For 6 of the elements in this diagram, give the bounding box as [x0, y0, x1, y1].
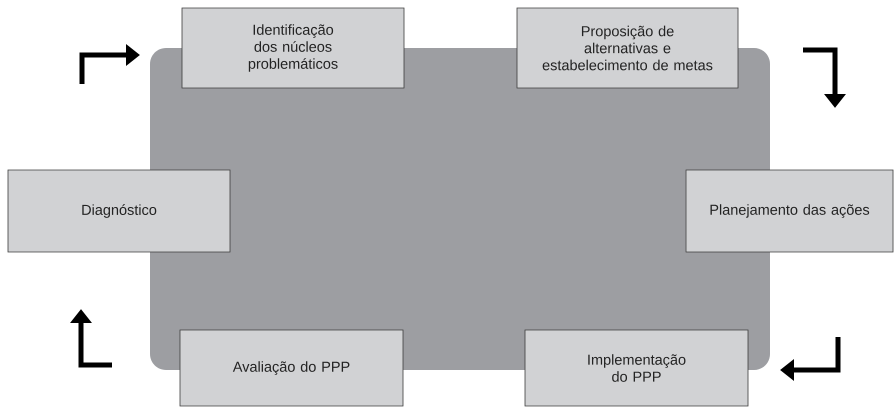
process-box: Proposição de alternativas e estabelecimento de metas	[516, 8, 738, 88]
process-box: Planejamento das ações	[686, 170, 894, 252]
process-box: Avaliação do PPP	[180, 330, 404, 406]
process-box: Implementação do PPP	[524, 330, 748, 406]
process-box: Identificação dos núcleos problemáticos	[182, 8, 404, 88]
process-box: Diagnóstico	[8, 170, 230, 252]
